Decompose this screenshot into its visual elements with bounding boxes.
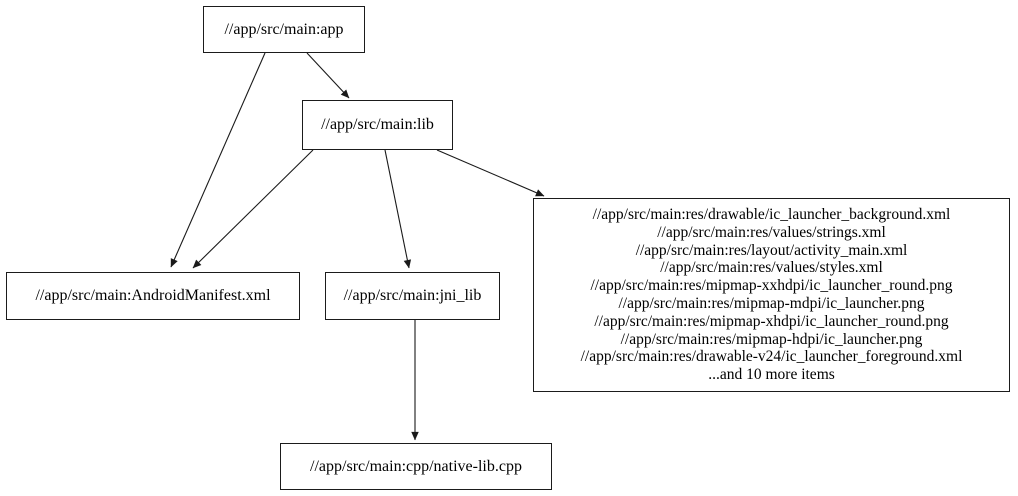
edge-lib-to-androidmanifest [192,149,314,269]
node-androidmanifest-label: //app/src/main:AndroidManifest.xml [35,287,271,305]
res-item: //app/src/main:res/mipmap-xxhdpi/ic_laun… [590,277,953,295]
edge-app-to-androidmanifest [170,52,266,268]
res-item: //app/src/main:res/mipmap-mdpi/ic_launch… [618,295,925,312]
res-item: //app/src/main:res/layout/activity_main.… [635,241,908,259]
edge-lib-to-jni-lib [384,149,412,269]
res-item: //app/src/main:res/drawable/ic_launcher_… [592,206,951,224]
node-jni-lib: //app/src/main:jni_lib [325,272,500,320]
res-item: //app/src/main:res/mipmap-hdpi/ic_launch… [620,330,923,348]
edge-app-to-lib [306,52,350,99]
node-native-cpp: //app/src/main:cpp/native-lib.cpp [280,443,552,490]
res-more-items: ...and 10 more items [708,366,835,384]
node-app-label: //app/src/main:app [224,20,344,38]
res-item: //app/src/main:res/drawable-v24/ic_launc… [580,348,963,366]
node-native-cpp-label: //app/src/main:cpp/native-lib.cpp [310,457,522,475]
node-res-group: //app/src/main:res/drawable/ic_launcher_… [533,198,1010,392]
node-lib-label: //app/src/main:lib [321,116,434,134]
edge-lib-to-res-group [436,149,545,197]
node-app: //app/src/main:app [203,6,365,53]
res-item: //app/src/main:res/values/strings.xml [657,223,886,241]
node-jni-lib-label: //app/src/main:jni_lib [343,287,482,305]
node-androidmanifest: //app/src/main:AndroidManifest.xml [6,272,300,320]
res-item: //app/src/main:res/mipmap-xhdpi/ic_launc… [594,312,949,330]
res-item: //app/src/main:res/values/styles.xml [660,259,883,277]
node-lib: //app/src/main:lib [302,100,453,150]
